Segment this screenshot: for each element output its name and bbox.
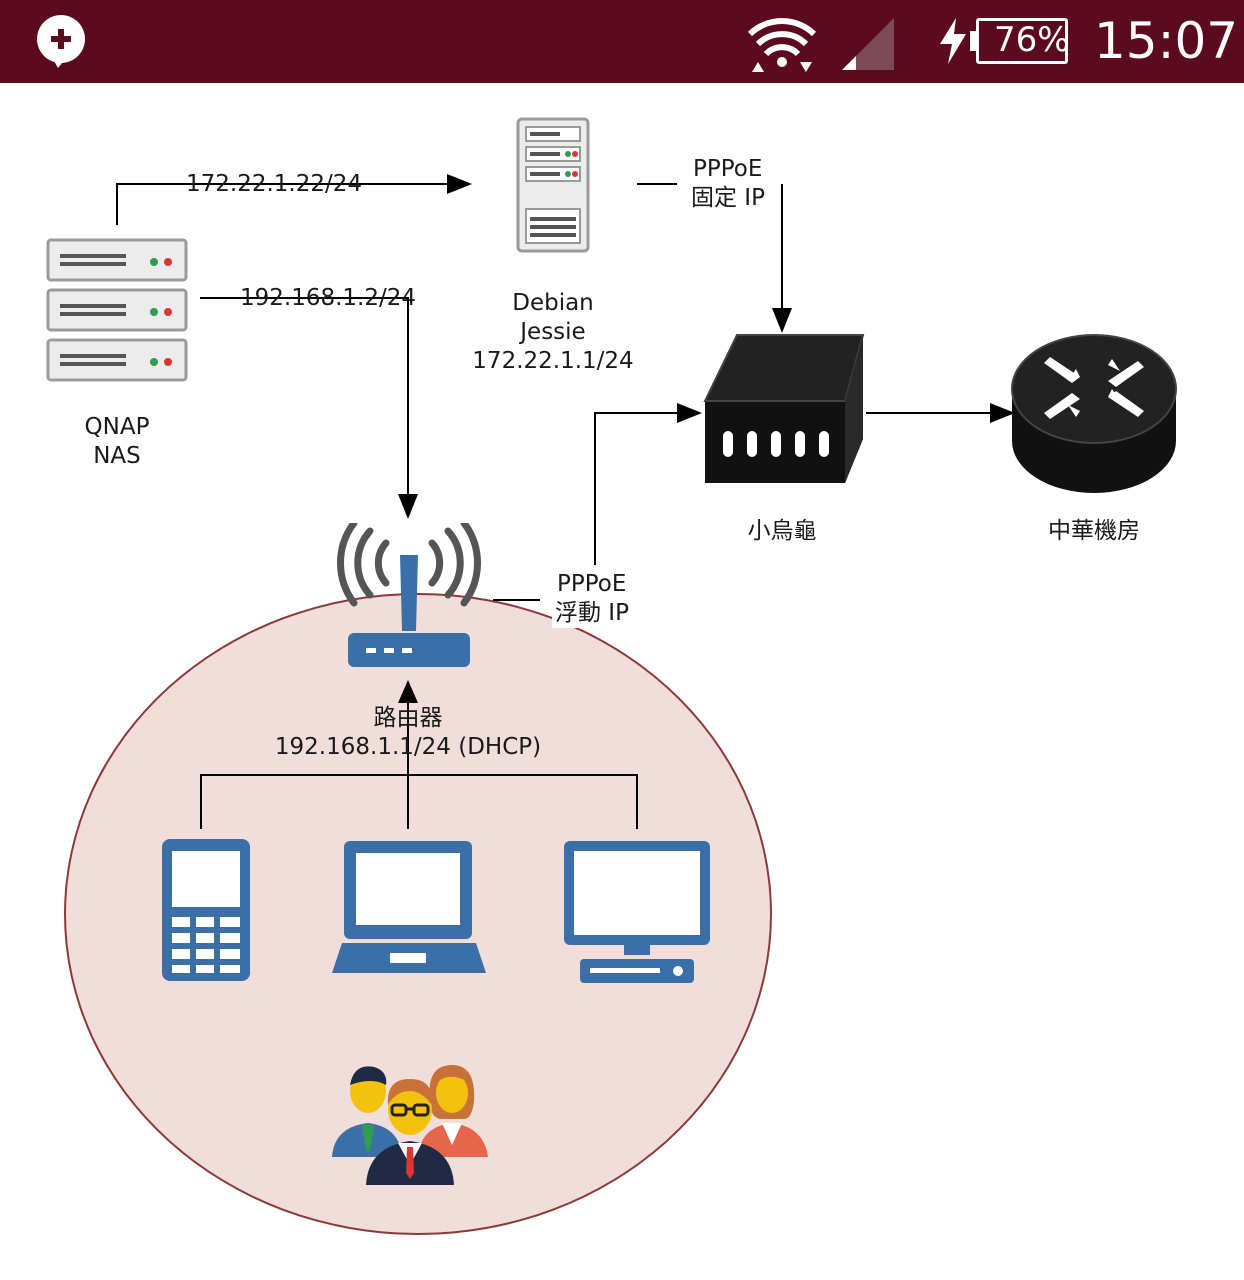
edge-label-debian-pppoe-2: 固定 IP: [688, 184, 768, 213]
users-group-icon: [332, 1065, 488, 1185]
status-clock: 15:07: [1094, 12, 1239, 70]
desktop-computer-icon[interactable]: [562, 839, 712, 987]
battery-tip: [970, 31, 978, 51]
tower-server-icon[interactable]: [516, 117, 590, 253]
router-label: 路由器: [373, 705, 443, 731]
server-rack-icon[interactable]: [46, 238, 188, 382]
debian-ip-label: 172.22.1.1/24: [472, 348, 634, 374]
edge-nas-router: [200, 297, 409, 494]
edge-label-debian-pppoe-1: PPPoE: [690, 155, 766, 184]
edge-label-nas-debian: 172.22.1.22/24: [186, 171, 363, 197]
debian-label-line1: Debian: [512, 290, 594, 316]
laptop-icon[interactable]: [330, 839, 488, 977]
router-ip-label: 192.168.1.1/24 (DHCP): [274, 734, 542, 760]
turtle-label: 小烏龜: [747, 518, 817, 544]
charging-bolt-icon: [940, 18, 966, 64]
mobile-phone-icon[interactable]: [160, 837, 252, 983]
battery-level: 76%: [994, 20, 1070, 60]
edge-devices-bus: [200, 774, 638, 829]
edge-label-nas-router: 192.168.1.2/24: [240, 285, 417, 311]
cellular-signal-icon: [842, 18, 894, 70]
cht-label: 中華機房: [1048, 518, 1140, 544]
network-diagram: QNAP NAS Debian Jessie 172.22.1.1/24 小烏龜: [0, 83, 1244, 1280]
nas-label-line1: QNAP: [84, 414, 150, 440]
modem-icon[interactable]: [703, 331, 865, 491]
connector-lines: [116, 174, 1015, 829]
nas-label-line2: NAS: [93, 443, 141, 469]
chat-plus-icon[interactable]: [36, 14, 88, 70]
status-bar: 76% 15:07: [0, 0, 1244, 83]
wireless-router-icon[interactable]: [334, 523, 484, 671]
edge-nas-debian: [116, 183, 447, 225]
edge-pppoe2-turtle: [594, 412, 677, 565]
wifi-icon: [748, 18, 816, 72]
edge-label-router-pppoe-2: 浮動 IP: [552, 599, 632, 628]
edge-label-router-pppoe-1: PPPoE: [554, 570, 630, 599]
debian-label-line2: Jessie: [520, 319, 586, 345]
router-hub-icon[interactable]: [1010, 331, 1178, 497]
